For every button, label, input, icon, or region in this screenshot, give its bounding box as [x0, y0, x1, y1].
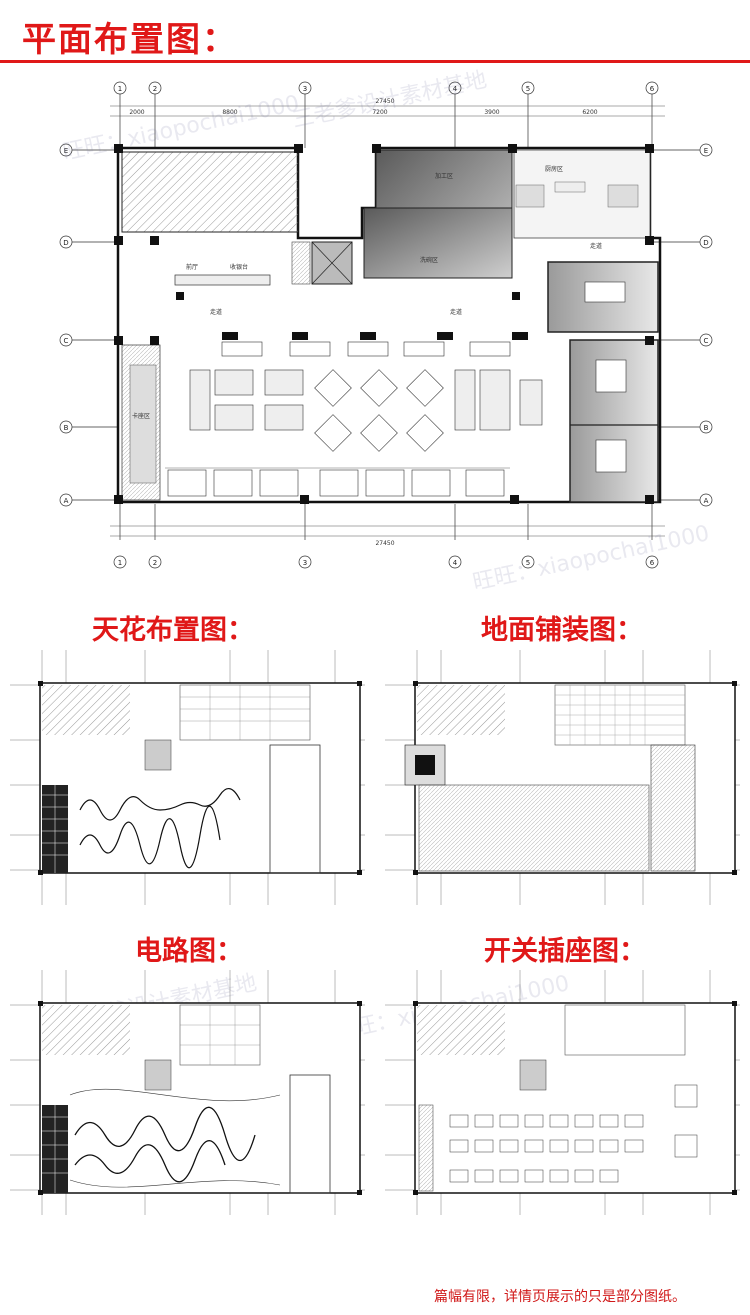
socket-plan-title: 开关插座图： — [484, 936, 646, 967]
svg-text:C: C — [64, 337, 69, 345]
svg-text:6200: 6200 — [582, 109, 597, 116]
floor-plan-title: 地面铺装图： — [481, 615, 643, 646]
svg-text:1: 1 — [118, 559, 122, 567]
svg-text:2: 2 — [153, 559, 157, 567]
svg-text:2: 2 — [153, 85, 157, 93]
svg-text:E: E — [704, 147, 708, 155]
svg-text:1: 1 — [118, 85, 122, 93]
svg-text:加工区: 加工区 — [435, 172, 453, 180]
svg-text:4: 4 — [453, 559, 458, 567]
svg-text:8800: 8800 — [222, 109, 237, 116]
svg-text:6: 6 — [650, 85, 655, 93]
svg-text:5: 5 — [526, 559, 530, 567]
svg-text:7200: 7200 — [372, 109, 387, 116]
svg-text:D: D — [703, 239, 708, 247]
footnote: 篇幅有限，详情页展示的只是部分图纸。 — [434, 1289, 686, 1305]
page-title: 平面布置图： — [22, 20, 238, 60]
svg-text:D: D — [63, 239, 68, 247]
svg-text:3: 3 — [303, 559, 307, 567]
svg-text:2000: 2000 — [129, 109, 144, 116]
svg-text:B: B — [704, 424, 709, 432]
svg-text:洗碗区: 洗碗区 — [420, 256, 438, 264]
svg-text:收银台: 收银台 — [230, 263, 248, 271]
svg-text:27450: 27450 — [375, 540, 394, 547]
svg-text:5: 5 — [526, 85, 530, 93]
svg-text:走道: 走道 — [450, 308, 462, 316]
dim-total-top: 27450 — [375, 98, 394, 105]
svg-text:6: 6 — [650, 559, 655, 567]
floor-tile-plan — [385, 650, 740, 905]
svg-text:卡座区: 卡座区 — [132, 412, 150, 420]
ceiling-plan-title: 天花布置图： — [92, 615, 254, 646]
svg-text:A: A — [64, 497, 69, 505]
circuit-plan-title: 电路图： — [135, 936, 243, 967]
circuit-plan — [10, 970, 365, 1215]
svg-text:前厅: 前厅 — [186, 263, 198, 271]
svg-text:A: A — [704, 497, 709, 505]
svg-text:4: 4 — [453, 85, 458, 93]
svg-text:走道: 走道 — [210, 308, 222, 316]
svg-text:E: E — [64, 147, 68, 155]
svg-text:厨房区: 厨房区 — [545, 165, 563, 173]
svg-text:B: B — [64, 424, 69, 432]
svg-text:3: 3 — [303, 85, 307, 93]
svg-text:3900: 3900 — [484, 109, 499, 116]
svg-text:走道: 走道 — [590, 242, 602, 250]
ceiling-plan — [10, 650, 365, 905]
title-underline — [0, 60, 750, 63]
main-floor-plan: 1 2 3 4 5 6 1 2 3 4 5 6 27450 2000 8800 7200 3900 6… — [59, 81, 713, 569]
socket-plan — [385, 970, 740, 1215]
svg-text:C: C — [704, 337, 709, 345]
